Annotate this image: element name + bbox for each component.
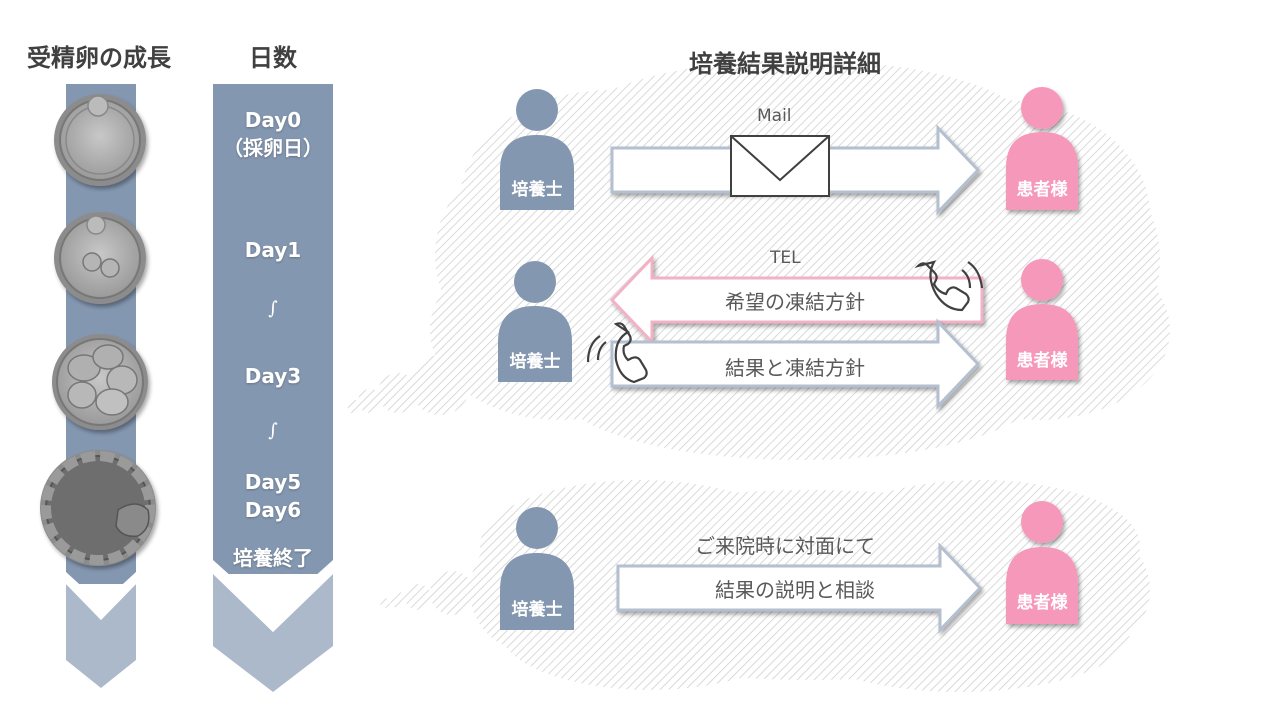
thought-bubbles-upper <box>348 355 470 415</box>
day5-label: Day5 <box>244 470 302 494</box>
staff-label-2: 培養士 <box>509 352 561 372</box>
day0-label: Day0 <box>244 108 302 132</box>
patient-person-icon-1 <box>1006 87 1078 210</box>
patient-label-1: 患者様 <box>1016 180 1068 200</box>
days-header: 日数 <box>249 44 297 72</box>
day0-sub-label: （採卵日） <box>223 136 323 160</box>
visit-top-text: ご来院時に対面にて <box>695 534 875 558</box>
patient-person-icon-2 <box>1006 259 1078 380</box>
tel-back-arrow <box>609 254 984 346</box>
staff-person-icon-2 <box>498 261 572 382</box>
tel-forward-arrow <box>610 318 981 410</box>
patient-label-2: 患者様 <box>1016 351 1068 371</box>
visit-arrow-text: 結果の説明と相談 <box>715 578 875 602</box>
patient-label-3: 患者様 <box>1016 593 1068 613</box>
mail-channel-label: Mail <box>757 106 792 126</box>
staff-label-3: 培養士 <box>511 600 563 620</box>
phone-icon-patient <box>914 260 984 312</box>
details-header: 培養結果説明詳細 <box>689 50 881 78</box>
embryo-stage-day1-icon <box>54 212 146 304</box>
range-tilde-1: ∫ <box>268 298 278 319</box>
day3-label: Day3 <box>244 364 302 388</box>
patient-person-icon-3 <box>1006 501 1078 624</box>
tel-back-arrow-text: 希望の凍結方針 <box>725 290 865 314</box>
embryo-growth-header: 受精卵の成長 <box>27 44 171 72</box>
staff-label-1: 培養士 <box>511 180 563 200</box>
range-tilde-2: ∫ <box>268 420 278 441</box>
culture-end-label: 培養終了 <box>233 546 313 570</box>
day6-label: Day6 <box>244 498 302 522</box>
phone-icon-staff <box>586 322 648 384</box>
thought-bubbles-lower <box>380 571 474 615</box>
visit-arrow <box>616 542 983 634</box>
envelope-icon <box>730 135 830 197</box>
tel-forward-arrow-text: 結果と凍結方針 <box>725 356 865 380</box>
day1-label: Day1 <box>244 238 302 262</box>
embryo-stage-day3-icon <box>52 334 148 430</box>
embryo-stage-day0-icon <box>54 94 146 186</box>
staff-person-icon-1 <box>500 89 574 210</box>
days-column <box>213 84 333 692</box>
embryo-stage-blastocyst-icon <box>40 450 156 566</box>
staff-person-icon-3 <box>500 507 574 630</box>
tel-channel-label: TEL <box>770 248 801 268</box>
